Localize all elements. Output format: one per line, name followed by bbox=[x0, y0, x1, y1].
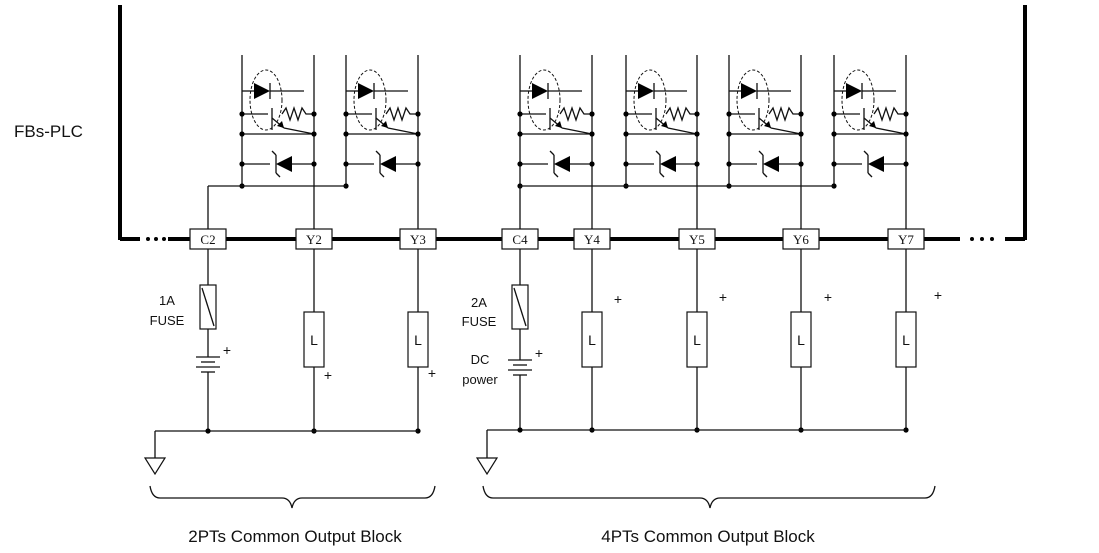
photocoupler-outline bbox=[527, 69, 561, 131]
photocoupler-outline bbox=[633, 69, 667, 131]
battery-plus-sign: + bbox=[223, 342, 231, 358]
transistor-output-cell bbox=[623, 55, 700, 230]
output-terminal-y6: Y6 bbox=[782, 228, 820, 250]
transistor-arrow-icon bbox=[869, 121, 876, 128]
supply-label: power bbox=[462, 372, 498, 387]
photocoupler-outline bbox=[249, 69, 283, 131]
photocoupler-outline bbox=[353, 69, 387, 131]
plc-enclosure bbox=[118, 5, 1027, 241]
photocoupler-outline bbox=[736, 69, 770, 131]
load-symbol: L bbox=[310, 332, 318, 348]
transistor-arrow-icon bbox=[555, 121, 562, 128]
load-symbol: L bbox=[797, 332, 805, 348]
led-icon bbox=[254, 83, 270, 99]
load-y2: L+ bbox=[303, 249, 332, 434]
load-plus-sign: + bbox=[719, 289, 727, 305]
led-icon bbox=[532, 83, 548, 99]
transistor-arrow-icon bbox=[661, 121, 668, 128]
photocoupler-outline bbox=[841, 69, 875, 131]
block-caption-2pts: 2PTs Common Output Block bbox=[188, 527, 402, 546]
load-symbol: L bbox=[414, 332, 422, 348]
resistor-icon bbox=[665, 105, 697, 123]
resistor-icon bbox=[385, 105, 418, 123]
load-plus-sign: + bbox=[428, 365, 436, 381]
led-icon bbox=[358, 83, 374, 99]
terminal-label: Y5 bbox=[689, 232, 705, 247]
load-plus-sign: + bbox=[324, 367, 332, 383]
output-terminal-y4: Y4 bbox=[573, 228, 611, 250]
terminal-label: C2 bbox=[200, 232, 215, 247]
resistor-icon bbox=[768, 105, 801, 123]
transistor-arrow-icon bbox=[277, 121, 284, 128]
output-terminal-y2: Y2 bbox=[295, 228, 333, 250]
zener-diode-icon bbox=[554, 156, 570, 172]
fuse-label: FUSE bbox=[462, 314, 497, 329]
output-terminal-y5: Y5 bbox=[678, 228, 716, 250]
battery-plus-sign: + bbox=[535, 345, 543, 361]
zener-diode-icon bbox=[276, 156, 292, 172]
zener-diode-icon bbox=[763, 156, 779, 172]
output-terminal-y7: Y7 bbox=[887, 228, 925, 250]
load-symbol: L bbox=[902, 332, 910, 348]
transistor-output-cell bbox=[343, 55, 421, 230]
transistor-arrow-icon bbox=[381, 121, 388, 128]
fuse-label: FUSE bbox=[150, 313, 185, 328]
load-plus-sign: + bbox=[934, 287, 942, 303]
load-plus-sign: + bbox=[614, 291, 622, 307]
common-terminal-c2: C2 bbox=[189, 228, 227, 250]
terminal-label: C4 bbox=[512, 232, 528, 247]
zener-diode-icon bbox=[660, 156, 676, 172]
plc-label: FBs-PLC bbox=[14, 122, 83, 141]
terminal-label: Y2 bbox=[306, 232, 322, 247]
block-captions: 2PTs Common Output Block 4PTs Common Out… bbox=[149, 485, 936, 546]
load-symbol: L bbox=[693, 332, 701, 348]
load-y3: L+ bbox=[407, 249, 436, 434]
transistor-output-cell bbox=[239, 55, 317, 230]
output-terminal-y3: Y3 bbox=[399, 228, 437, 250]
transistor-output-cell bbox=[726, 55, 804, 230]
zener-diode-icon bbox=[380, 156, 396, 172]
load-y7: L+ bbox=[895, 249, 942, 433]
led-icon bbox=[846, 83, 862, 99]
terminal-label: Y4 bbox=[584, 232, 600, 247]
transistor-output-cell bbox=[831, 55, 909, 230]
load-y4: L+ bbox=[581, 249, 622, 433]
terminal-label: Y6 bbox=[793, 232, 809, 247]
ground-icon bbox=[475, 457, 499, 476]
load-symbol: L bbox=[588, 332, 596, 348]
terminal-label: Y3 bbox=[410, 232, 426, 247]
fuse-label: 2A bbox=[471, 295, 487, 310]
load-plus-sign: + bbox=[824, 289, 832, 305]
terminal-label: Y7 bbox=[898, 232, 914, 247]
common-terminal-c4: C4 bbox=[501, 228, 539, 250]
load-y5: L+ bbox=[686, 249, 727, 433]
supply-label: DC bbox=[471, 352, 490, 367]
fuse-label: 1A bbox=[159, 293, 175, 308]
resistor-icon bbox=[873, 105, 906, 123]
load-y6: L+ bbox=[790, 249, 832, 433]
led-icon bbox=[638, 83, 654, 99]
led-icon bbox=[741, 83, 757, 99]
transistor-output-cell bbox=[517, 55, 595, 230]
transistor-arrow-icon bbox=[764, 121, 771, 128]
block-caption-4pts: 4PTs Common Output Block bbox=[601, 527, 815, 546]
zener-diode-icon bbox=[868, 156, 884, 172]
ground-icon bbox=[143, 457, 167, 476]
resistor-icon bbox=[559, 105, 592, 123]
resistor-icon bbox=[281, 105, 314, 123]
